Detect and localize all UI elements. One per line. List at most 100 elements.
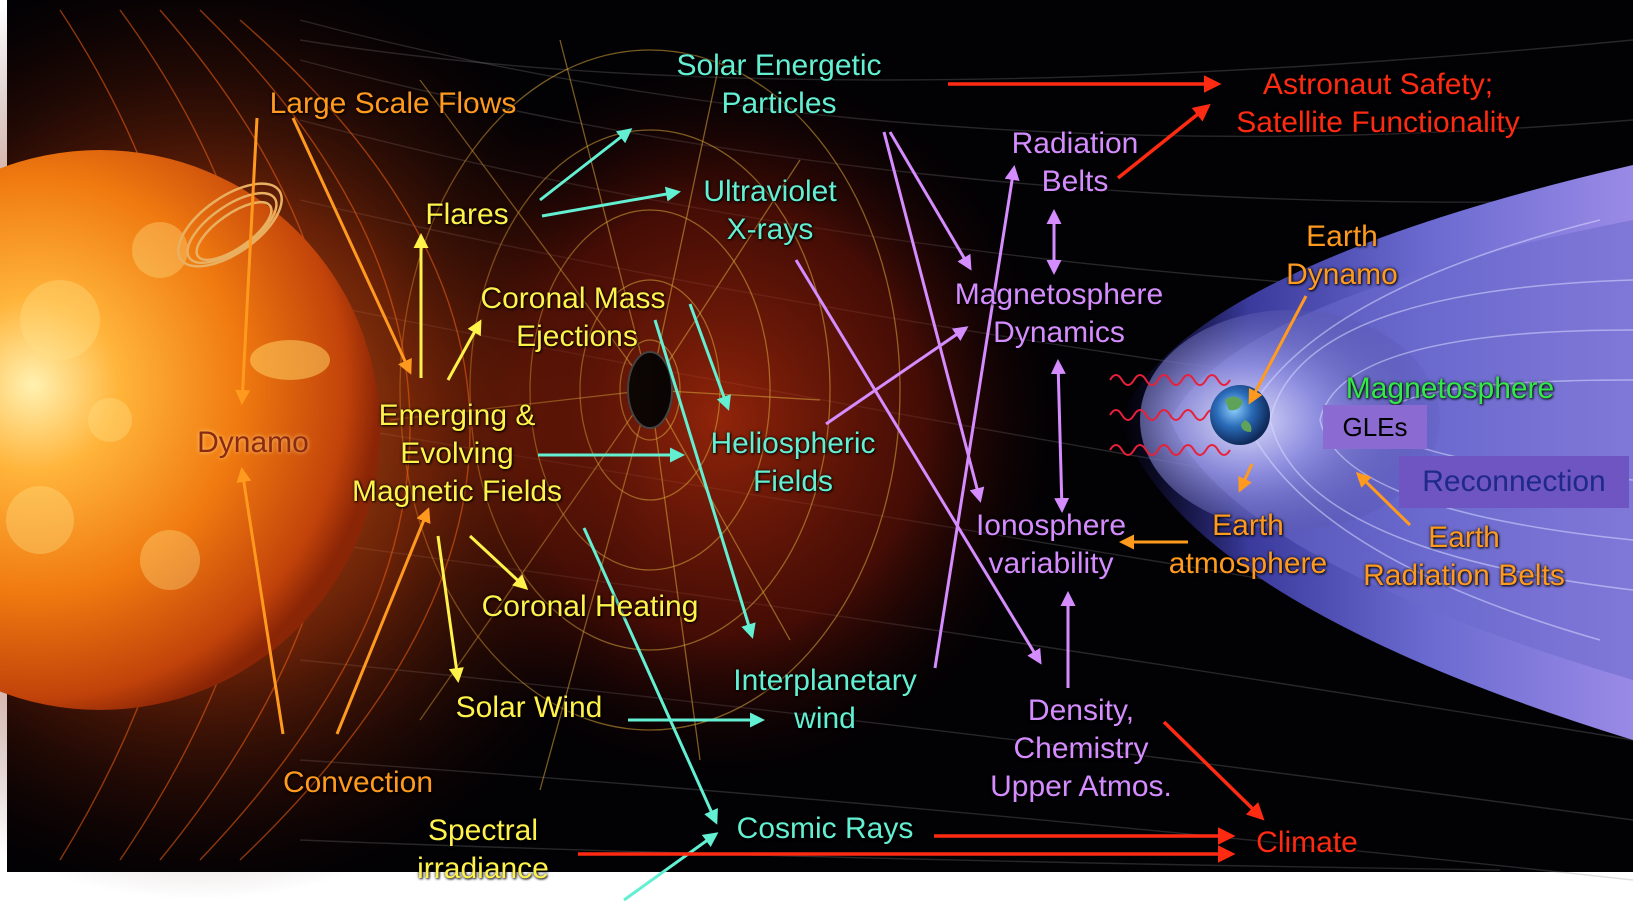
- label-line: Radiation Belts: [1363, 559, 1565, 592]
- arrow-earth-to-atmosphere: [1238, 463, 1254, 493]
- label-magnetosphere: Magnetosphere: [1346, 370, 1554, 408]
- arrow-helio-to-magdyn: [825, 326, 969, 426]
- label-line: Dynamo: [197, 426, 309, 459]
- label-astronaut-safety: Astronaut Safety; Satellite Functionalit…: [1236, 66, 1519, 142]
- label-interplanetary-wind: Interplanetary wind: [733, 662, 916, 738]
- label-line: Upper Atmos.: [990, 770, 1172, 803]
- label-line: Earth: [1212, 509, 1284, 542]
- arrow-flares-to-sep: [539, 128, 633, 202]
- label-line: Magnetosphere: [954, 278, 1164, 311]
- gles-box: GLEs: [1323, 405, 1427, 449]
- gles-label: GLEs: [1342, 412, 1408, 442]
- label-radiation-belts: Radiation Belts: [1012, 125, 1139, 201]
- arrow-emerging-to-heating: [468, 534, 529, 591]
- label-line: irradiance: [417, 852, 549, 885]
- label-ionosphere-variability: Ionosphere variability: [976, 507, 1126, 583]
- arrow-flares-to-uv: [541, 186, 681, 218]
- label-line: Flares: [425, 198, 509, 231]
- sun: [0, 150, 380, 710]
- teal-arrows: [538, 128, 765, 902]
- label-dynamo: Dynamo: [197, 424, 309, 462]
- label-line: Climate: [1256, 826, 1358, 859]
- arrow-cme-to-ipw: [653, 319, 756, 639]
- label-ultraviolet-xrays: Ultraviolet X-rays: [703, 173, 836, 249]
- label-line: X-rays: [726, 213, 814, 246]
- incoming-waves: [1109, 374, 1231, 456]
- label-coronal-heating: Coronal Heating: [482, 588, 699, 626]
- reconnection-box: Reconnection: [1399, 456, 1629, 508]
- label-line: Earth: [1428, 521, 1500, 554]
- label-line: Interplanetary: [733, 664, 917, 697]
- arrow-uv-to-density: [794, 259, 1042, 665]
- label-line: Fields: [752, 465, 834, 498]
- label-line: atmosphere: [1168, 547, 1328, 580]
- label-earth-atmosphere: Earth atmosphere: [1169, 507, 1327, 583]
- label-flares: Flares: [425, 196, 508, 234]
- label-emerging-magnetic-fields: Emerging & Evolving Magnetic Fields: [352, 397, 562, 511]
- label-line: Density,: [1027, 694, 1135, 727]
- violet-arrows: [794, 131, 1076, 688]
- label-line: Ultraviolet: [703, 175, 837, 208]
- label-line: Satellite Functionality: [1236, 106, 1520, 139]
- label-solar-energetic-particles: Solar Energetic Particles: [676, 47, 881, 123]
- label-line: Belts: [1041, 165, 1109, 198]
- label-line: Cosmic Rays: [736, 812, 914, 845]
- label-spectral-irradiance: Spectral irradiance: [417, 812, 549, 888]
- arrow-emerging-to-solarwind: [436, 535, 464, 683]
- arrow-radbelts-to-astronaut: [1116, 103, 1211, 180]
- label-line: Chemistry: [1013, 732, 1149, 765]
- arrow-emerging-to-cme: [446, 319, 482, 381]
- label-line: Coronal Heating: [481, 590, 699, 623]
- flare-spot: [250, 340, 330, 380]
- label-earth-radiation-belts: Earth Radiation Belts: [1363, 519, 1565, 595]
- label-line: Heliospheric: [710, 427, 876, 460]
- sun-granules: [6, 222, 200, 590]
- arrow-flows-to-emerging: [291, 117, 412, 375]
- label-line: Spectral: [427, 814, 539, 847]
- label-solar-wind: Solar Wind: [456, 689, 603, 727]
- label-line: Emerging &: [378, 399, 536, 432]
- label-cosmic-rays: Cosmic Rays: [737, 810, 914, 848]
- arrow-bottom-to-cosmic: [623, 832, 719, 902]
- label-line: Ionosphere: [975, 509, 1127, 542]
- label-line: Astronaut Safety;: [1262, 68, 1494, 101]
- label-heliospheric-fields: Heliospheric Fields: [710, 425, 875, 501]
- label-convection: Convection: [283, 764, 433, 802]
- arrow-heating-to-cosmic: [582, 527, 718, 825]
- label-line: Ejections: [516, 320, 638, 353]
- arrow-convection-to-emerging: [335, 507, 431, 735]
- prominence-loops: [177, 182, 283, 268]
- orange-arrows: [235, 117, 1412, 735]
- red-arrows: [578, 75, 1265, 863]
- label-large-scale-flows: Large Scale Flows: [270, 85, 517, 123]
- label-coronal-mass-ejections: Coronal Mass Ejections: [480, 280, 665, 356]
- arrow-earth-dynamo-to-earth: [1248, 295, 1308, 405]
- label-line: Particles: [721, 87, 837, 120]
- label-line: Large Scale Flows: [269, 87, 517, 120]
- label-line: Dynamo: [1286, 258, 1398, 291]
- label-line: variability: [988, 547, 1114, 580]
- label-line: wind: [794, 702, 856, 735]
- label-earth-dynamo: Earth Dynamo: [1286, 218, 1398, 294]
- arrow-magdyn-iono: [1050, 359, 1070, 513]
- arrow-density-to-climate: [1162, 720, 1265, 821]
- label-line: Solar Energetic: [676, 49, 882, 82]
- label-line: Magnetosphere: [1345, 372, 1555, 405]
- label-line: Solar Wind: [455, 691, 603, 724]
- label-line: Coronal Mass: [480, 282, 666, 315]
- arrow-cme-to-helio: [688, 303, 731, 411]
- arrow-sep-to-iono: [882, 131, 985, 503]
- label-density-chemistry: Density, Chemistry Upper Atmos.: [990, 692, 1172, 806]
- label-climate: Climate: [1256, 824, 1358, 862]
- label-line: Radiation: [1011, 127, 1139, 160]
- arrow-ipw-to-radbelts: [933, 165, 1020, 669]
- label-line: Evolving: [400, 437, 514, 470]
- arrow-sep-to-magdyn: [888, 131, 972, 271]
- arrow-radbelts-to-reconnection: [1355, 471, 1412, 527]
- label-line: Convection: [282, 766, 434, 799]
- label-line: Earth: [1306, 220, 1378, 253]
- earth-continents: [1225, 396, 1252, 432]
- label-line: Magnetic Fields: [351, 475, 563, 508]
- arrow-flows-to-dynamo: [235, 117, 259, 405]
